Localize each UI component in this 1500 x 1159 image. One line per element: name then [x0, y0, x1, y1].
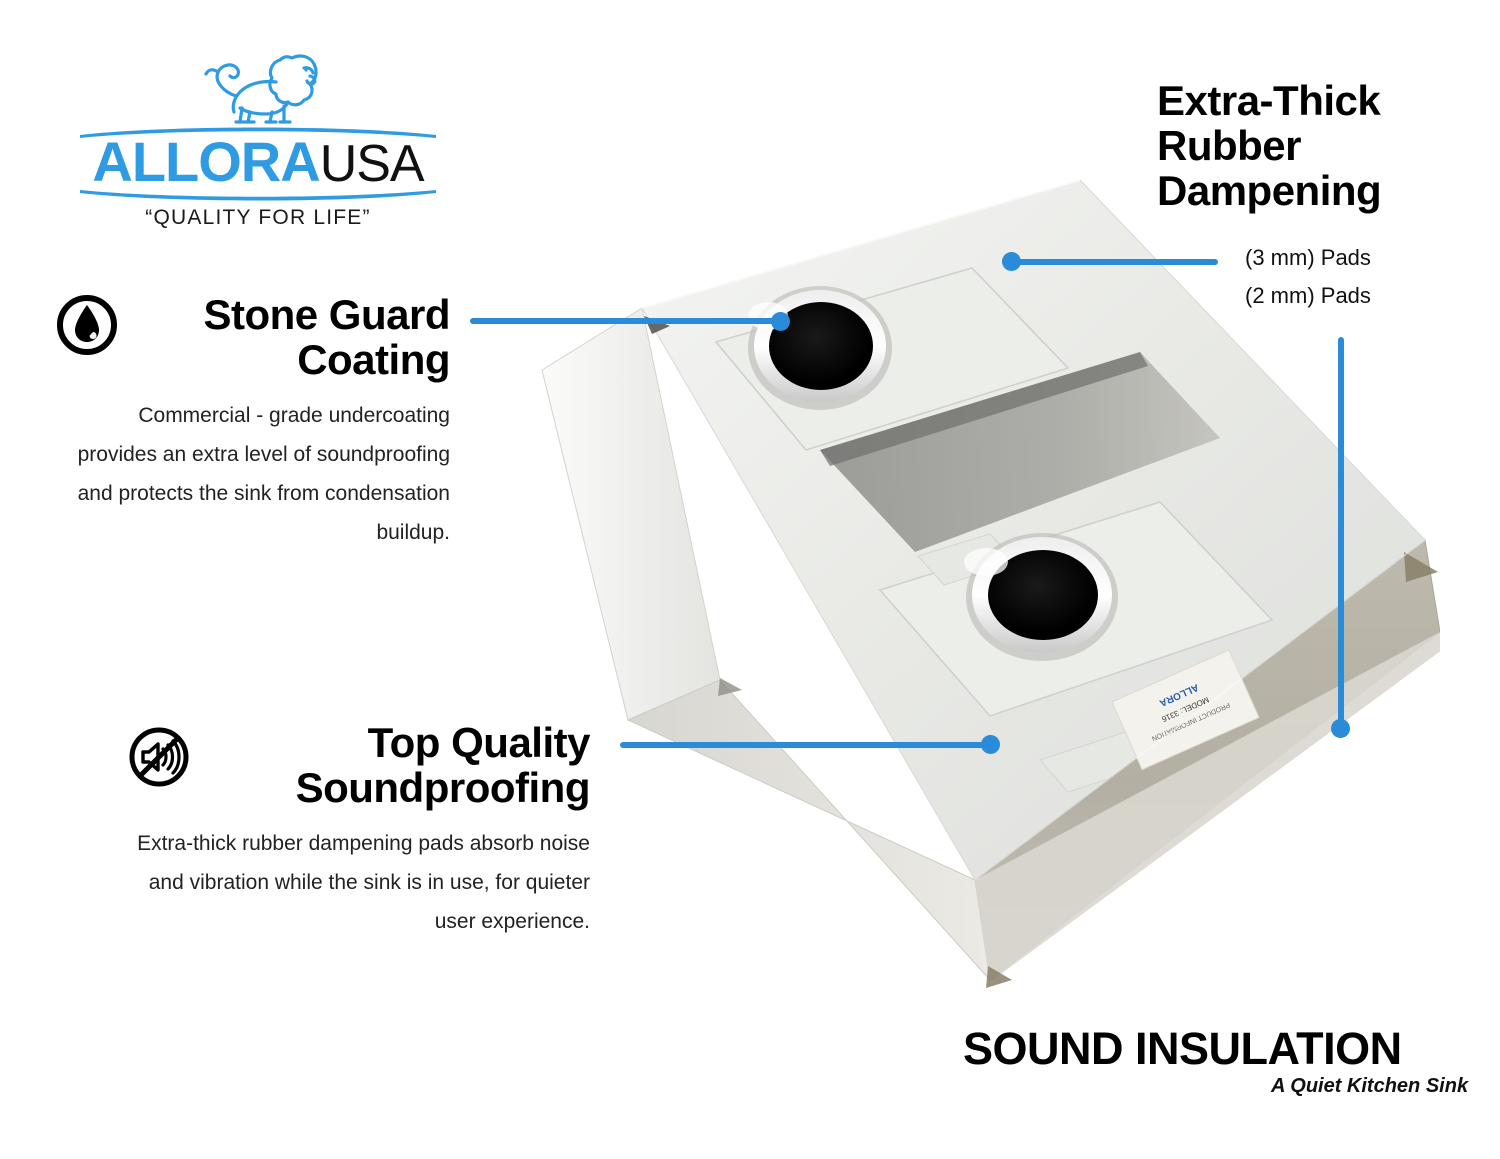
callout-line-rubber-3mm — [1010, 259, 1218, 265]
weld-mark-mid-left — [718, 678, 742, 696]
logo-text-allora: ALLORA — [92, 130, 320, 193]
feature-stone-guard-title: Stone Guard Coating — [203, 291, 450, 383]
brand-logo: ALLORAUSA “QUALITY FOR LIFE” — [78, 48, 438, 243]
sink-center-divider — [820, 352, 1220, 552]
logo-text-usa: USA — [319, 135, 425, 193]
pad-label-3mm: (3 mm) Pads — [1245, 245, 1371, 270]
feature-stone-guard-head: Stone Guard Coating — [57, 291, 451, 383]
sink-divider-shadow — [820, 352, 1148, 466]
feature-soundproofing-head: Top Quality Soundproofing — [128, 719, 591, 811]
feature-soundproofing-body: Extra-thick rubber dampening pads absorb… — [137, 832, 590, 933]
feature-stone-guard: Stone Guard Coating Commercial - grade u… — [57, 291, 451, 552]
pad-label-2mm: (2 mm) Pads — [1245, 283, 1371, 308]
sink-bottom-rim — [975, 632, 1442, 982]
feature-rubber-dampening-title: Extra-Thick Rubber Dampening — [1157, 77, 1382, 214]
logo-tagline: “QUALITY FOR LIFE” — [145, 206, 371, 229]
callout-line-rubber-2mm — [1338, 337, 1344, 729]
callout-dot-rubber-2mm — [1331, 719, 1350, 738]
product-label-sticker: PRODUCT INFORMATION MODEL: 3316 ALLORA — [1111, 649, 1260, 771]
lion-icon — [204, 54, 318, 124]
weld-mark-bottom — [986, 966, 1012, 988]
feature-stone-guard-body: Commercial - grade undercoating provides… — [77, 404, 450, 544]
feature-soundproofing-title: Top Quality Soundproofing — [295, 719, 591, 811]
logo-swoosh-bottom-icon — [80, 190, 436, 201]
product-photo-sink-underside: PRODUCT INFORMATION MODEL: 3316 ALLORA — [520, 120, 1442, 1020]
logo-swoosh-top-icon — [80, 127, 436, 138]
callout-dot-stone-guard — [771, 312, 790, 331]
callout-line-stone-guard — [470, 318, 782, 324]
footer-title: SOUND INSULATION — [963, 1023, 1402, 1074]
callout-dot-rubber-3mm — [1002, 252, 1021, 271]
weld-mark-right — [1404, 552, 1438, 582]
photo-highlight-lower — [964, 548, 1008, 576]
callout-dot-soundproofing — [981, 735, 1000, 754]
callout-line-soundproofing — [620, 742, 992, 748]
water-drop-icon — [57, 295, 117, 355]
footer-subtitle: A Quiet Kitchen Sink — [1271, 1075, 1469, 1097]
logo-wordmark: ALLORAUSA — [78, 134, 438, 191]
mute-speaker-icon — [129, 727, 189, 787]
feature-soundproofing: Top Quality Soundproofing Extra-thick ru… — [128, 719, 591, 941]
